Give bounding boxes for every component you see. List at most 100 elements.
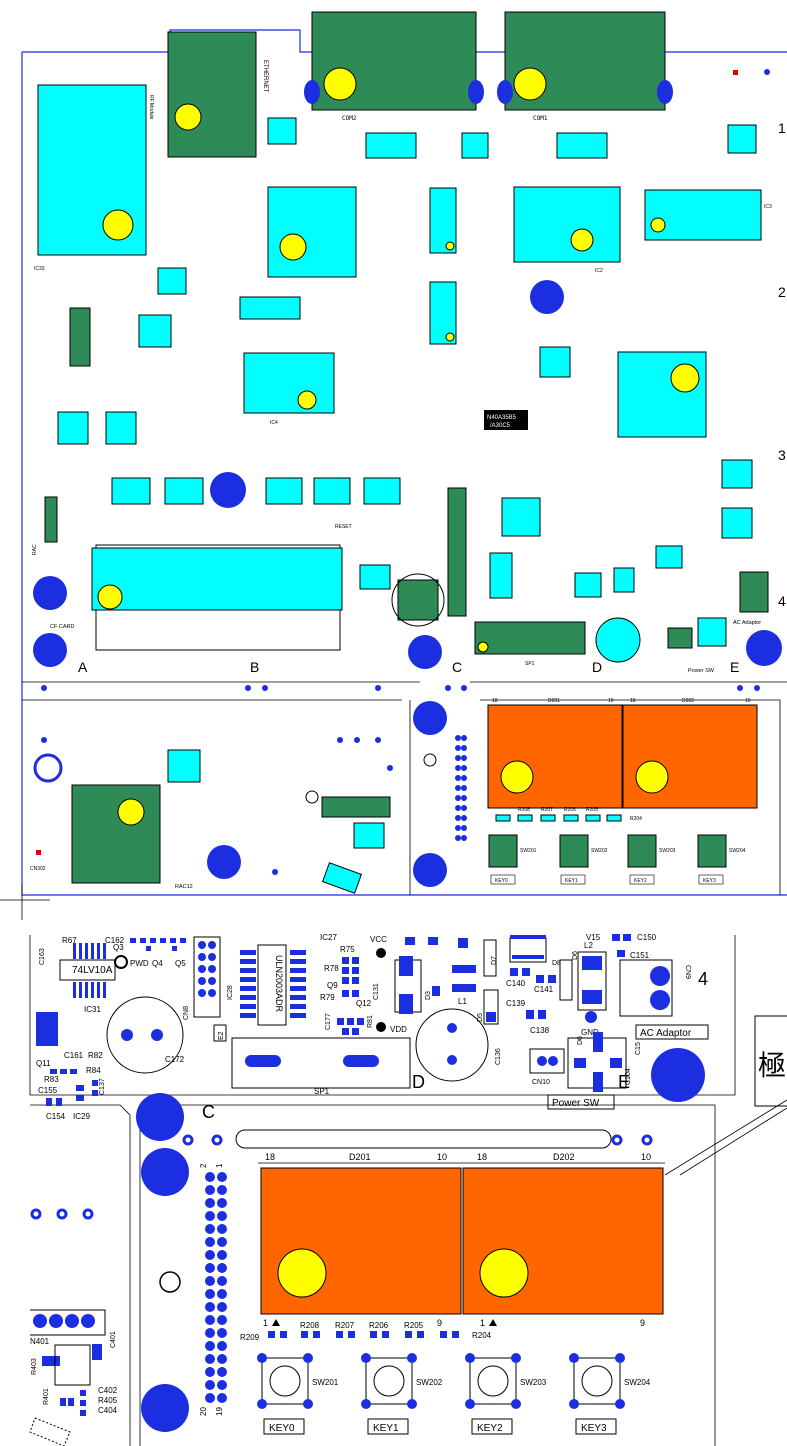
- r78-label: R78: [324, 964, 339, 973]
- b-connector-pins: [205, 1172, 227, 1403]
- cn9-connector: [619, 959, 673, 1017]
- r208-label: R208: [300, 1321, 320, 1330]
- c172-label: C172: [165, 1055, 185, 1064]
- key-switches: [488, 834, 727, 868]
- r79-label: R79: [320, 993, 335, 1002]
- c172-pad: [121, 1029, 133, 1041]
- key-label-boxes: [263, 1418, 617, 1435]
- side-num-4: 4: [778, 593, 786, 609]
- cn8-label: CN8: [183, 1006, 190, 1020]
- chip-ic13: [501, 497, 541, 537]
- c402-label: C402: [98, 1386, 118, 1395]
- d201-label: D201: [548, 698, 560, 704]
- gnd-label: GND: [581, 1028, 599, 1037]
- mount-pad: [304, 80, 320, 104]
- switch-sw204: [569, 1353, 625, 1409]
- c131-pad: [399, 994, 413, 1014]
- cn401-label: N401: [30, 1337, 50, 1346]
- c172-cap: [397, 579, 439, 621]
- mount-hole: [136, 1093, 184, 1141]
- l2-inductor: [577, 951, 607, 1011]
- d8-rot-label: D6: [577, 1036, 584, 1045]
- zone-c: C: [452, 659, 462, 675]
- r-pads: [337, 957, 364, 1035]
- c15-label: C15: [635, 1042, 642, 1055]
- l1-pad: [452, 984, 476, 992]
- sp1-label: SP1: [525, 661, 535, 667]
- sw203-label: SW203: [659, 848, 676, 854]
- b-pin-1: 1: [215, 1163, 224, 1168]
- chip-ic3: [644, 189, 762, 241]
- zone-a: A: [78, 659, 88, 675]
- pin-18: 18: [477, 1152, 487, 1162]
- cn10-pad: [537, 1056, 547, 1066]
- zone-d: D: [412, 1072, 425, 1092]
- ic28-chip-label: ULN2003ADR: [274, 955, 284, 1013]
- d5-pad: [486, 1012, 496, 1022]
- c172-pad: [151, 1029, 163, 1041]
- c155-label: C155: [38, 1086, 58, 1095]
- cn8-pads: [198, 941, 216, 997]
- key1-label: KEY1: [373, 1423, 399, 1434]
- ac-adaptor-jack: [739, 571, 769, 613]
- zone-e: E: [618, 1072, 630, 1092]
- callout-leader: [664, 1099, 787, 1176]
- pad: [623, 934, 631, 941]
- d7-body: [483, 939, 497, 977]
- sw204-label: SW204: [729, 848, 746, 854]
- cn-side-strip: [447, 487, 467, 617]
- small-components: [57, 117, 757, 894]
- d6-body: [559, 959, 573, 1001]
- crop-mark: [0, 885, 50, 920]
- sw201-label: SW201: [312, 1378, 339, 1387]
- c401-pad: [92, 1344, 102, 1360]
- chip-com1-driver: [556, 132, 608, 159]
- pin-10: 10: [437, 1152, 447, 1162]
- key2-label: KEY2: [634, 878, 647, 884]
- ic3-label: IC3: [764, 204, 772, 210]
- chip-ic17: [461, 132, 489, 159]
- ic2-label: IC2: [595, 268, 603, 274]
- pad: [458, 938, 468, 948]
- key0-label: KEY0: [269, 1423, 295, 1434]
- mount-hole: [141, 1384, 189, 1432]
- cn9-pad: [650, 990, 670, 1010]
- d202-label: D202: [682, 698, 694, 704]
- pin1-marker: [635, 760, 669, 794]
- com2-label: COM2: [342, 115, 357, 122]
- cn401-outline: [30, 1309, 106, 1336]
- ic31-chip-label: 74LV10A: [72, 965, 113, 976]
- cn10-label: CN10: [532, 1079, 550, 1086]
- power-sw-label: Power SW: [552, 1098, 600, 1109]
- slot-bar: [235, 1129, 612, 1149]
- c136-cap: [595, 617, 641, 663]
- resistor-row: [495, 814, 622, 822]
- chip-small-left: [138, 314, 172, 348]
- key1-label: KEY1: [565, 878, 578, 884]
- pin1-marker: [650, 217, 666, 233]
- c136-capacitor: [415, 1008, 489, 1082]
- d202-label: D202: [553, 1152, 575, 1162]
- side-num-3: 3: [778, 447, 786, 463]
- pin-9: 9: [640, 1318, 645, 1328]
- cf-card-connector: [91, 547, 343, 611]
- vcc-testpoint: [376, 948, 386, 958]
- b-marker: [159, 1271, 181, 1293]
- chip-crystal: [239, 296, 301, 320]
- via-dots: [41, 69, 770, 875]
- q9-label: Q9: [327, 981, 338, 990]
- d5-body: [483, 989, 499, 1025]
- pin-18: 18: [492, 698, 498, 704]
- pin1-marker: [479, 1248, 529, 1298]
- display-d202: [622, 704, 758, 809]
- cn401-pads: [33, 1314, 95, 1328]
- mount-pad: [468, 80, 484, 104]
- power-sw-box: [547, 1094, 615, 1110]
- callout-box: [754, 1015, 787, 1107]
- ic31-body: [59, 959, 116, 981]
- d5-label: D5: [477, 1013, 484, 1022]
- rac12-label: RAC12: [175, 884, 193, 890]
- power-sw: [667, 627, 693, 649]
- power-sw-pad: [574, 1058, 586, 1068]
- ic28-label: IC28: [227, 985, 234, 1000]
